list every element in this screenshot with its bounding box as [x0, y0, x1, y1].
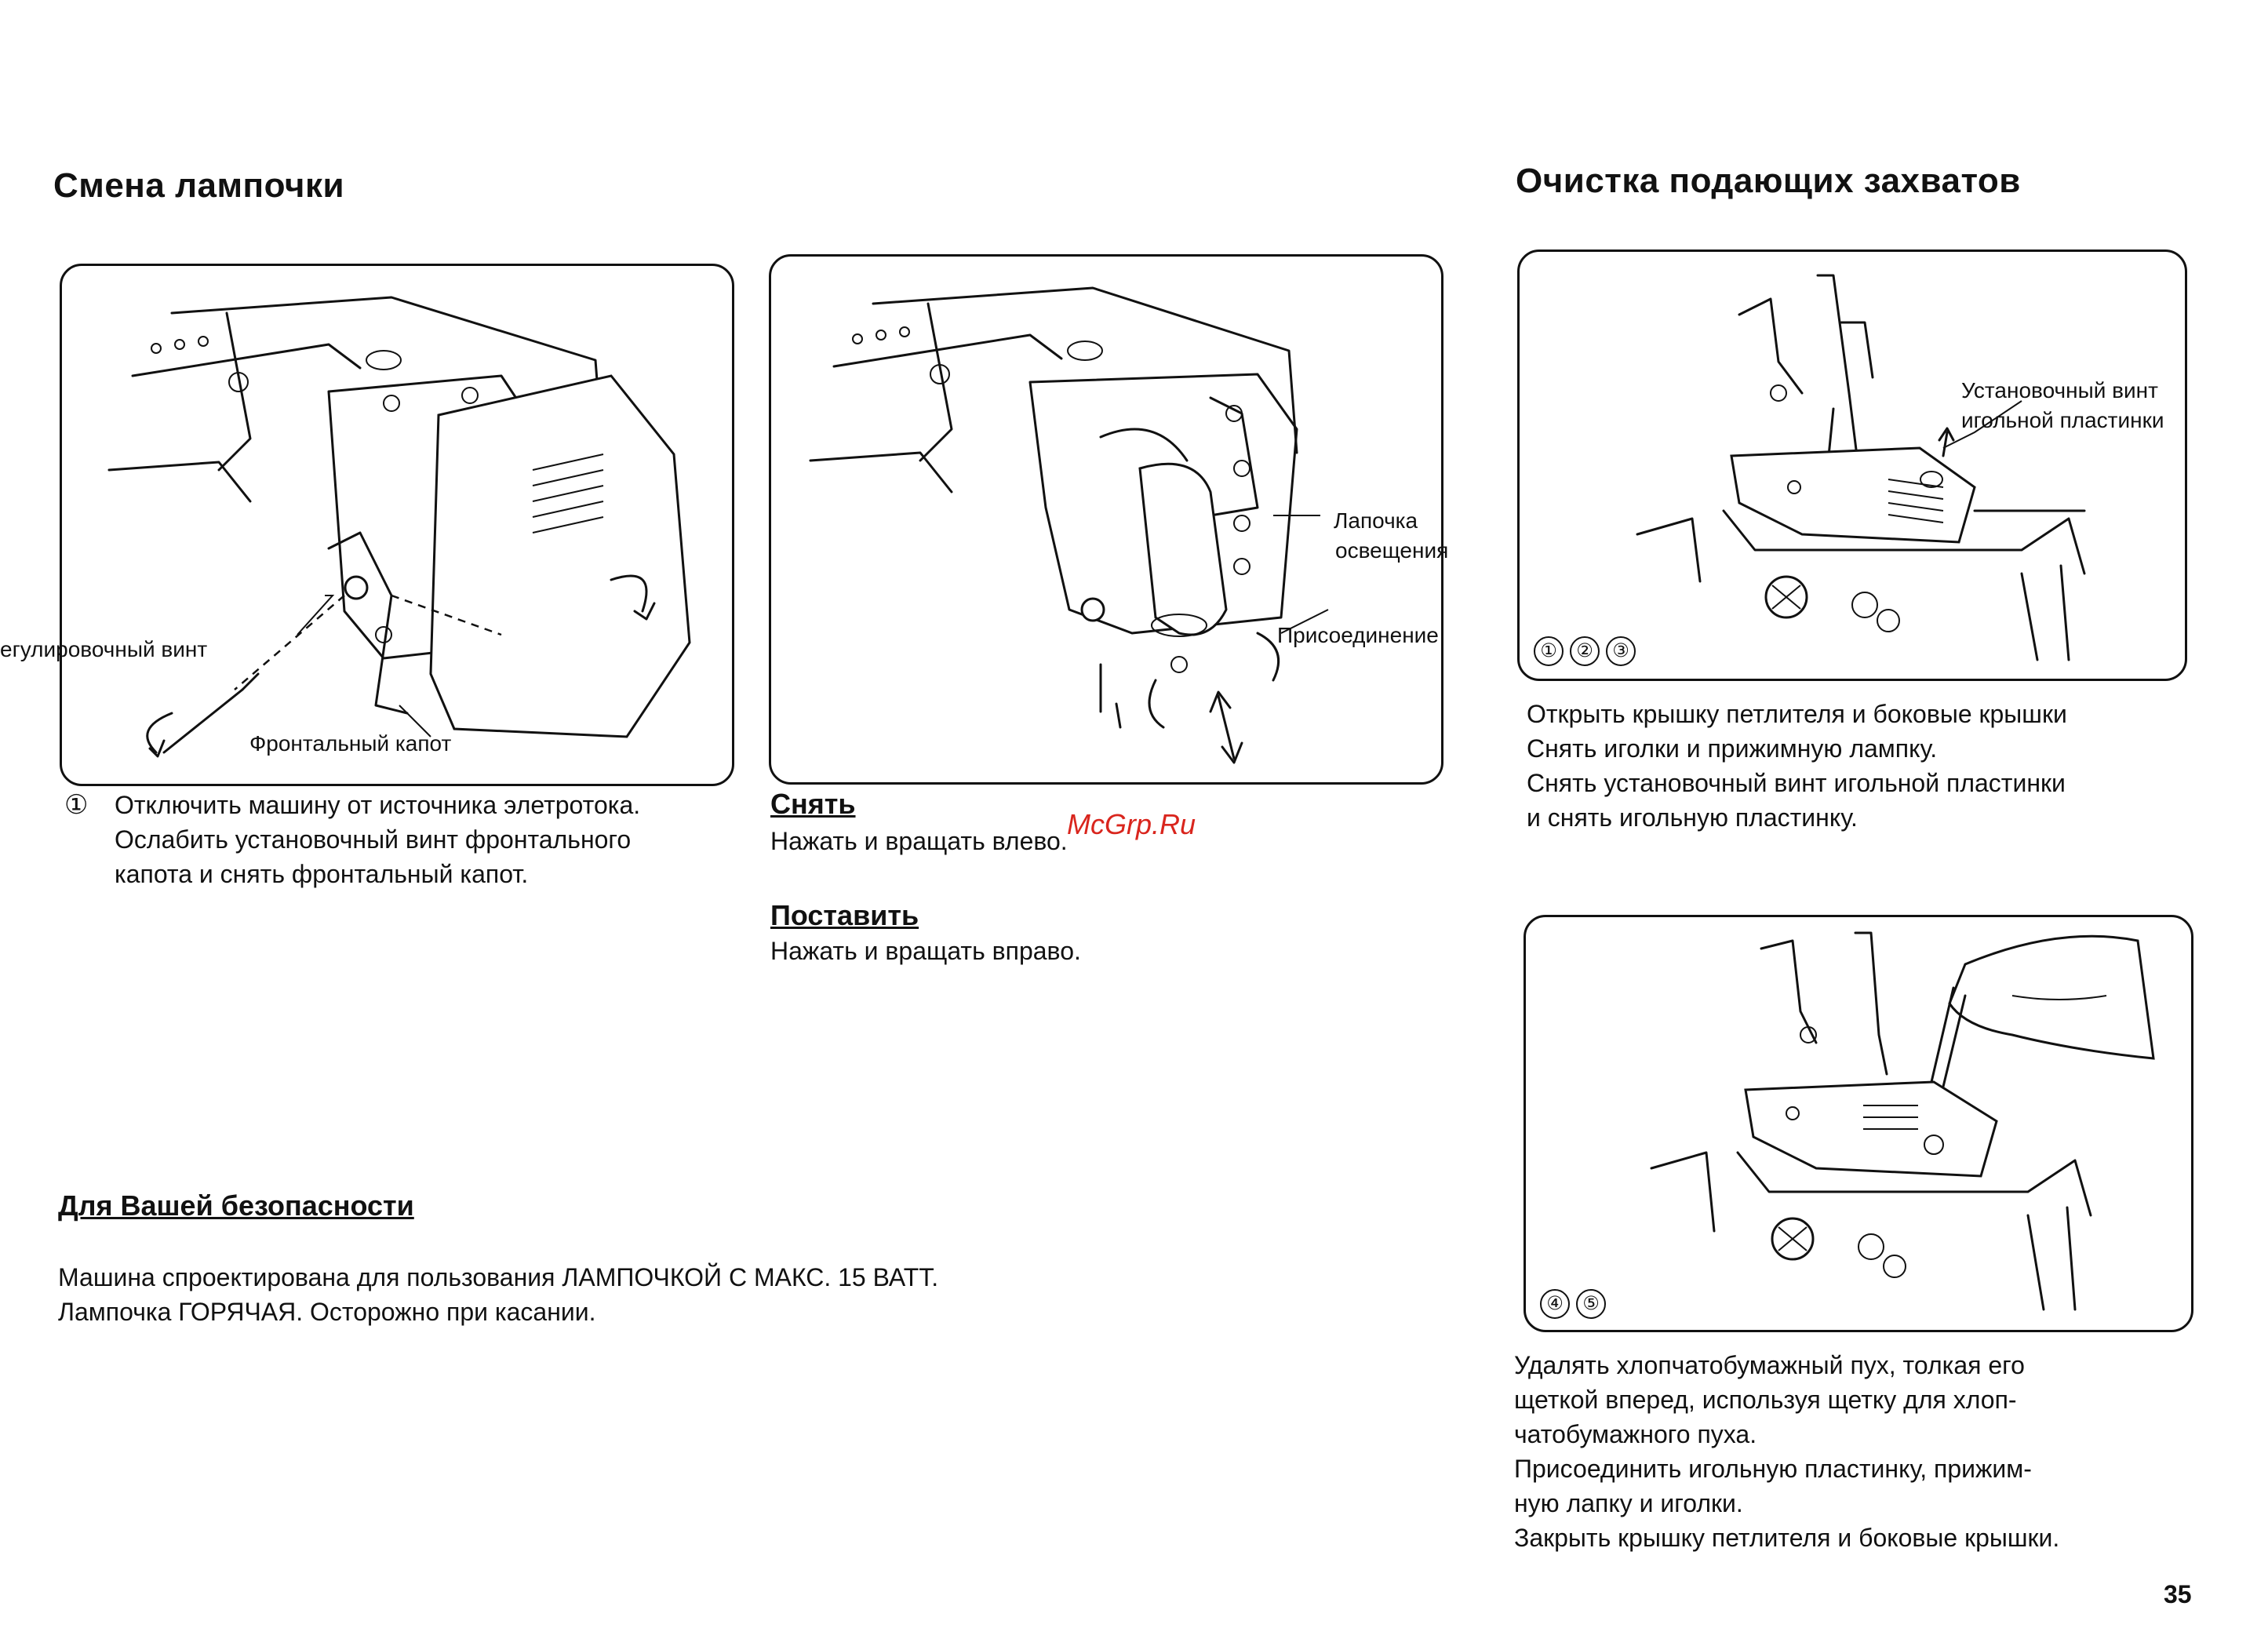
callout-adjust-screw: егулировочный винт [0, 637, 208, 661]
brush-cleaning-illustration [1650, 931, 2155, 1311]
lamp-illustration [809, 286, 1329, 764]
remove-title: Снять [770, 788, 856, 820]
bulb-section-title: Смена лампочки [53, 166, 345, 205]
cleaning-section-title: Очистка подающих захватов [1516, 162, 2021, 200]
figure-lamp [769, 254, 1443, 785]
front-cover-illustration [107, 296, 691, 758]
step1-line: Ослабить установочный винт фронтального [115, 825, 632, 854]
figure-brush-cleaning: ④ ⑤ [1524, 915, 2193, 1332]
steps-a-line: Снять иголки и прижимную лампку. [1527, 734, 1938, 763]
step1-text: Отключить машину от источника элетротока… [115, 788, 640, 891]
steps-b-line: чатобумажного пуха. [1514, 1420, 1757, 1448]
steps-b-line: Удалять хлопчатобумажный пух, толкая его [1514, 1351, 2025, 1379]
callout-lamp-line1: Лапочка [1334, 508, 1418, 533]
steps-a-line: Снять установочный винт игольной пластин… [1527, 769, 2066, 797]
fig3-mark: ③ [1606, 636, 1636, 666]
page-number: 35 [2164, 1580, 2192, 1608]
figure-front-cover [60, 264, 734, 786]
step1-line: капота и снять фронтальный капот. [115, 860, 529, 888]
step1-marker: ① [64, 790, 89, 820]
steps-b-line: щеткой вперед, используя щетку для хлоп- [1514, 1386, 2017, 1414]
step1-line: Отключить машину от источника элетротока… [115, 791, 641, 819]
cleaning-steps-a: Открыть крышку петлителя и боковые крышк… [1527, 697, 2067, 835]
cleaning-steps-b: Удалять хлопчатобумажный пух, толкая его… [1514, 1348, 2059, 1555]
safety-title: Для Вашей безопасности [58, 1189, 414, 1222]
install-text: Нажать и вращать вправо. [770, 937, 1081, 965]
steps-a-line: Открыть крышку петлителя и боковые крышк… [1527, 700, 2067, 728]
steps-b-line: ную лапку и иголки. [1514, 1489, 1743, 1517]
safety-line: Лампочка ГОРЯЧАЯ. Осторожно при касании. [58, 1298, 596, 1326]
fig4-step-marks: ④ ⑤ [1540, 1289, 1612, 1319]
steps-b-line: Присоединить игольную пластинку, прижим- [1514, 1455, 2032, 1483]
fig3-step-marks: ① ② ③ [1534, 636, 1642, 666]
fig3-mark: ① [1534, 636, 1564, 666]
safety-line: Машина спроектирована для пользования ЛА… [58, 1263, 939, 1291]
fig4-mark: ④ [1540, 1289, 1570, 1319]
callout-screw-line1: Установочный винт [1961, 378, 2158, 402]
install-title: Поставить [770, 899, 919, 931]
callout-front-cover: Фронтальный капот [249, 731, 452, 756]
steps-a-line: и снять игольную пластинку. [1527, 803, 1858, 832]
callout-connect: Присоединение [1277, 623, 1439, 647]
needle-plate-illustration [1636, 274, 2086, 661]
fig4-mark: ⑤ [1576, 1289, 1606, 1319]
safety-text: Машина спроектирована для пользования ЛА… [58, 1260, 938, 1329]
callout-lamp-line2: освещения [1335, 538, 1449, 563]
remove-text: Нажать и вращать влево. [770, 827, 1068, 855]
steps-b-line: Закрыть крышку петлителя и боковые крышк… [1514, 1524, 2060, 1552]
callout-screw-line2: игольной пластинки [1961, 408, 2164, 432]
watermark: McGrp.Ru [1067, 808, 1196, 840]
figure-needle-plate: ① ② ③ [1517, 249, 2187, 681]
fig3-mark: ② [1570, 636, 1600, 666]
